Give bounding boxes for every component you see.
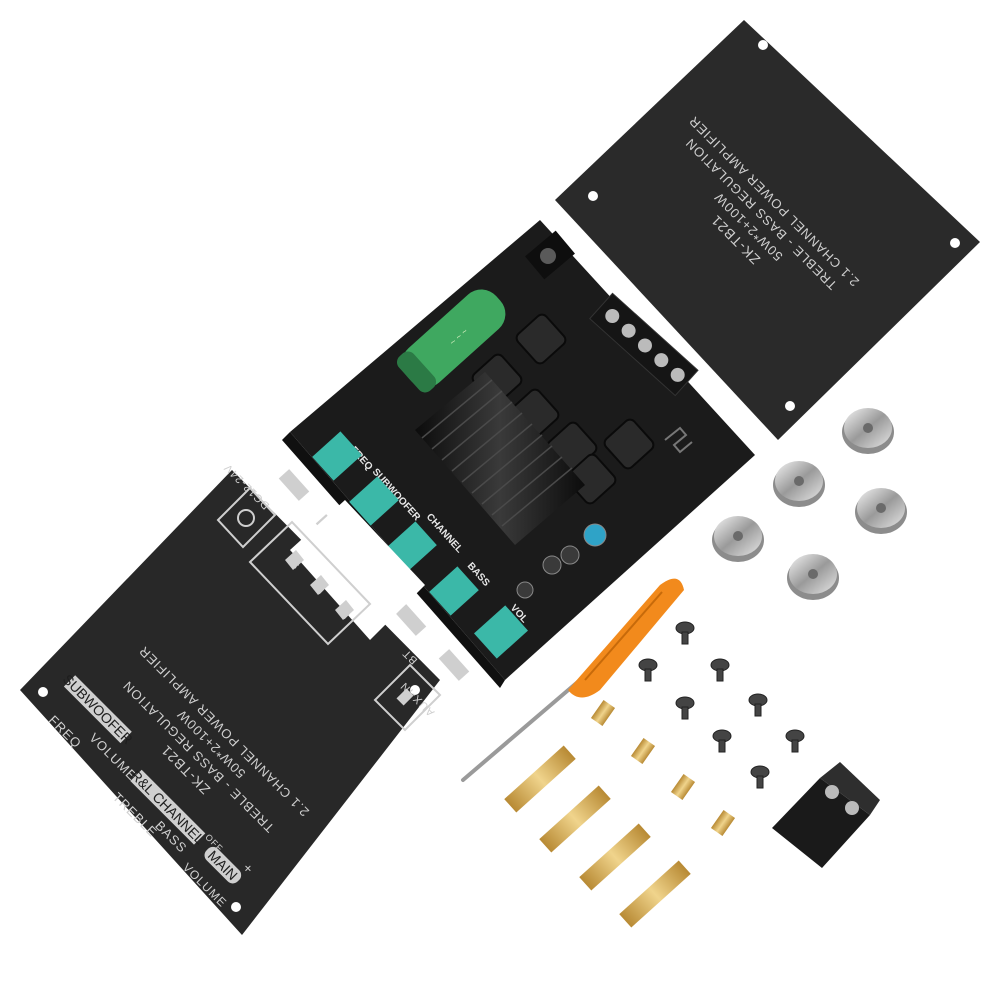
terminal-screw: [825, 785, 839, 799]
front-panel-hole: [231, 902, 241, 912]
speaker-icon: [310, 575, 329, 595]
front-panel-hole: [410, 685, 420, 695]
dc-power-icon: [237, 509, 255, 527]
potentiometers: [278, 431, 528, 681]
screwdriver: [461, 578, 684, 782]
long-standoff: [504, 745, 576, 813]
screw: [638, 658, 658, 682]
knob: [842, 408, 894, 454]
short-standoff: [590, 699, 616, 727]
terminal-screw: [845, 801, 859, 815]
knob: [787, 554, 839, 600]
main-capacitor: ~ ~ ~: [396, 289, 506, 393]
speaker-icon: [285, 550, 304, 570]
screwdriver-shaft: [461, 678, 582, 782]
aux-jack-icon: [396, 688, 414, 706]
back-panel-hole: [758, 40, 768, 50]
knobs: [712, 408, 907, 600]
back-panel-hole: [950, 238, 960, 248]
back-panel: ZK-TB21 50W*2+100W TREBLE - BASS REGULAT…: [555, 20, 980, 440]
screw: [675, 621, 695, 645]
potentiometer-freq: [278, 431, 362, 501]
short-standoffs: [590, 699, 736, 837]
screws: [638, 621, 805, 789]
terminal-block: [772, 762, 880, 868]
knob: [855, 488, 907, 534]
short-standoff: [670, 773, 696, 801]
screw: [710, 658, 730, 682]
short-standoff: [710, 809, 736, 837]
long-standoff: [619, 860, 691, 928]
long-standoff: [579, 823, 651, 891]
knob: [712, 516, 764, 562]
speaker-terminal-block: [589, 292, 699, 397]
bluetooth-antenna: [664, 426, 693, 454]
back-panel-hole: [588, 191, 598, 201]
potentiometer-main-volume: [438, 605, 528, 681]
knob: [773, 461, 825, 507]
aux-input-box: [373, 663, 442, 732]
long-standoff: [539, 785, 611, 853]
speaker-icon: [335, 600, 354, 620]
small-capacitors: [516, 523, 607, 599]
front-panel-hole: [38, 687, 48, 697]
speaker-output-box: [248, 520, 372, 646]
power-jack-box: [216, 486, 277, 549]
screw: [748, 693, 768, 717]
heat-sink: [415, 372, 585, 545]
screw: [750, 765, 770, 789]
back-panel-hole: [785, 401, 795, 411]
screw: [675, 696, 695, 720]
long-standoffs: [504, 745, 691, 928]
screw: [785, 729, 805, 753]
screw: [712, 729, 732, 753]
short-standoff: [630, 737, 656, 765]
potentiometer-bass: [395, 566, 479, 636]
